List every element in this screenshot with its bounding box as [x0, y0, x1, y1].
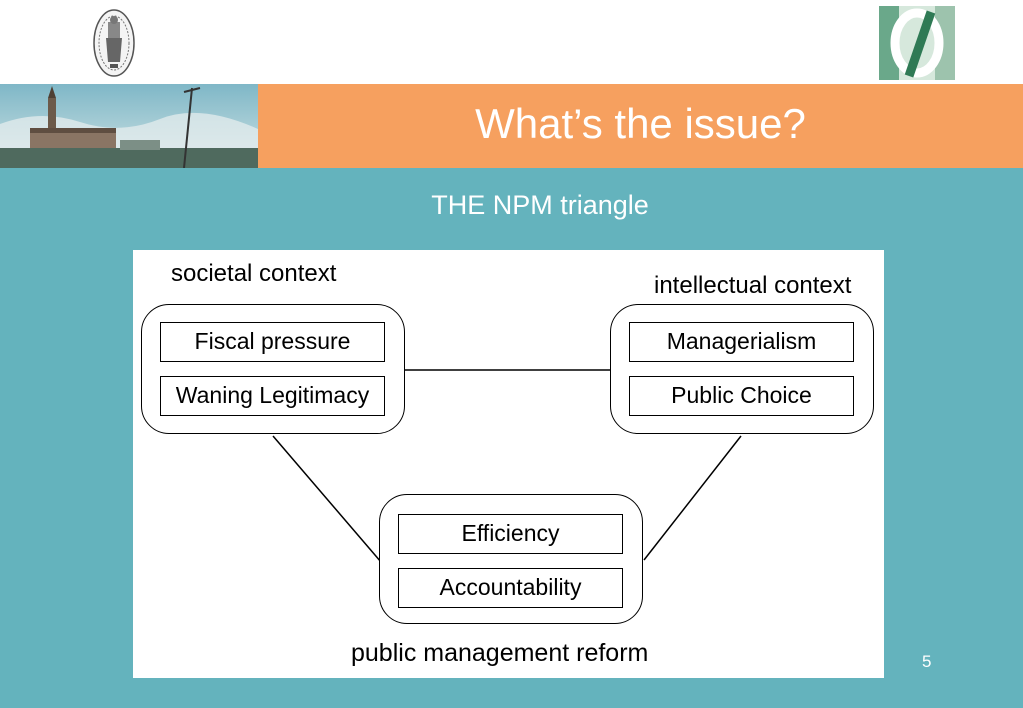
- public-management-reform-label: public management reform: [351, 639, 649, 667]
- connector-right: [643, 435, 742, 561]
- header-bar: [0, 0, 1023, 84]
- connector-lines: [272, 369, 742, 563]
- slide-subtitle: THE NPM triangle: [431, 190, 649, 220]
- intellectual-context-group: Managerialism Public Choice: [610, 304, 874, 434]
- efficiency-box: Efficiency: [398, 514, 623, 554]
- public-choice-box: Public Choice: [629, 376, 854, 416]
- title-banner: [258, 84, 1023, 168]
- managerialism-box: Managerialism: [629, 322, 854, 362]
- public-management-reform-group: Efficiency Accountability: [379, 494, 643, 624]
- npm-triangle-diagram: societal context Fiscal pressure Waning …: [133, 250, 884, 678]
- university-seal-icon: [93, 9, 135, 77]
- slide-title: What’s the issue?: [475, 100, 806, 147]
- intellectual-context-label: intellectual context: [654, 272, 852, 299]
- waning-legitimacy-box: Waning Legitimacy: [160, 376, 385, 416]
- connector-left: [272, 435, 382, 563]
- page-number: 5: [922, 652, 932, 671]
- institute-logo-icon: [879, 6, 955, 80]
- societal-context-label: societal context: [171, 260, 337, 287]
- fiscal-pressure-box: Fiscal pressure: [160, 322, 385, 362]
- societal-context-group: Fiscal pressure Waning Legitimacy: [141, 304, 405, 434]
- city-skyline-photo: [0, 84, 258, 168]
- accountability-box: Accountability: [398, 568, 623, 608]
